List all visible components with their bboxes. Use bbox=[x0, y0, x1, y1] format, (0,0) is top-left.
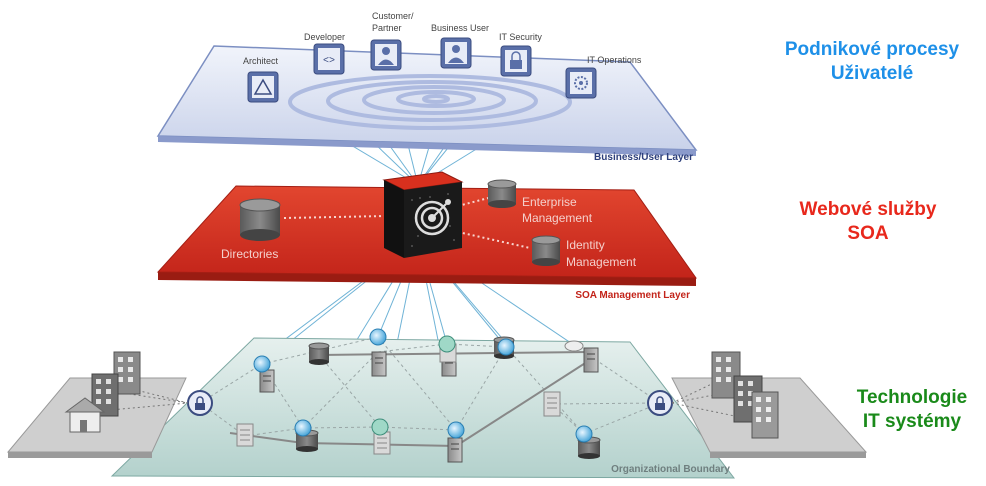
directories-database-icon[interactable] bbox=[239, 198, 281, 241]
enterprise-label-line2: Management bbox=[522, 211, 593, 225]
org-boundary-label: Organizational Boundary bbox=[611, 464, 730, 475]
soa-label-line2: SOA bbox=[847, 223, 889, 244]
it-operations-label: IT Operations bbox=[587, 55, 642, 65]
service-node-icon[interactable] bbox=[447, 421, 465, 439]
tech-label-line1: Technologie bbox=[856, 387, 968, 408]
service-node-icons bbox=[253, 328, 593, 443]
it-security-label: IT Security bbox=[499, 32, 542, 42]
left-partner-site bbox=[6, 351, 189, 458]
gateway-lock-icon[interactable] bbox=[187, 390, 213, 416]
role-icons: Architect <> Developer Customer/ Partner… bbox=[243, 11, 642, 103]
business-label-line1: Podnikové procesy bbox=[784, 39, 960, 60]
house-icon bbox=[64, 397, 106, 433]
soa-appliance-cube-icon[interactable] bbox=[382, 171, 464, 258]
developer-icon[interactable]: <> Developer bbox=[304, 32, 345, 75]
business-layer-label: Business/User Layer bbox=[594, 152, 693, 163]
business-user-layer: Business/User Layer bbox=[156, 45, 698, 163]
target-swirl-graphic bbox=[288, 74, 572, 130]
service-node-icon[interactable] bbox=[438, 335, 456, 353]
service-node-icon[interactable] bbox=[294, 419, 312, 437]
technology-label: Technologie IT systémy bbox=[842, 386, 982, 434]
identity-management-database-icon[interactable] bbox=[531, 235, 561, 266]
org-server-icon[interactable] bbox=[371, 351, 387, 377]
developer-label: Developer bbox=[304, 32, 345, 42]
org-document-icon[interactable] bbox=[543, 391, 561, 417]
org-server-icon[interactable] bbox=[583, 347, 599, 373]
soa-layer-label: SOA Management Layer bbox=[575, 290, 690, 301]
satellite-dish-icon[interactable] bbox=[564, 340, 584, 352]
architect-label: Architect bbox=[243, 56, 279, 66]
enterprise-label-line1: Enterprise bbox=[522, 195, 577, 209]
business-user-label: Business User bbox=[431, 23, 489, 33]
identity-label-line2: Management bbox=[566, 255, 637, 269]
customer-label-line2: Partner bbox=[372, 23, 402, 33]
identity-label-line1: Identity bbox=[566, 238, 605, 252]
office-building-icon bbox=[751, 391, 779, 439]
customer-label-line1: Customer/ bbox=[372, 11, 414, 21]
service-node-icon[interactable] bbox=[497, 338, 515, 356]
business-process-label: Podnikové procesy Uživatelé bbox=[762, 38, 982, 86]
web-services-label: Webové služby SOA bbox=[768, 198, 968, 246]
org-database-icon[interactable] bbox=[308, 342, 330, 365]
org-server-icon[interactable] bbox=[447, 437, 463, 463]
business-user-icon[interactable]: Business User bbox=[431, 23, 489, 69]
service-node-icon[interactable] bbox=[575, 425, 593, 443]
service-node-icon[interactable] bbox=[371, 418, 389, 436]
customer-partner-icon[interactable]: Customer/ Partner bbox=[370, 11, 414, 71]
enterprise-management-database-icon[interactable] bbox=[487, 179, 517, 208]
service-node-icon[interactable] bbox=[253, 355, 271, 373]
org-server-icon[interactable] bbox=[259, 369, 275, 393]
office-building-icon bbox=[711, 351, 741, 399]
it-security-icon[interactable]: IT Security bbox=[499, 32, 542, 77]
org-document-icon[interactable] bbox=[236, 423, 254, 447]
service-node-icon[interactable] bbox=[369, 328, 387, 346]
soa-label-line1: Webové služby bbox=[799, 199, 937, 220]
tech-label-line2: IT systémy bbox=[862, 411, 962, 432]
business-label-line2: Uživatelé bbox=[830, 63, 914, 84]
directories-label: Directories bbox=[221, 247, 278, 261]
org-document-icon[interactable] bbox=[373, 431, 391, 455]
right-partner-site bbox=[671, 351, 868, 458]
it-operations-icon[interactable]: IT Operations bbox=[565, 55, 642, 99]
gateway-lock-icon[interactable] bbox=[647, 390, 673, 416]
organizational-boundary-layer: Organizational Boundary bbox=[110, 328, 736, 479]
svg-text:<>: <> bbox=[323, 56, 335, 67]
architect-icon[interactable]: Architect bbox=[243, 56, 279, 103]
